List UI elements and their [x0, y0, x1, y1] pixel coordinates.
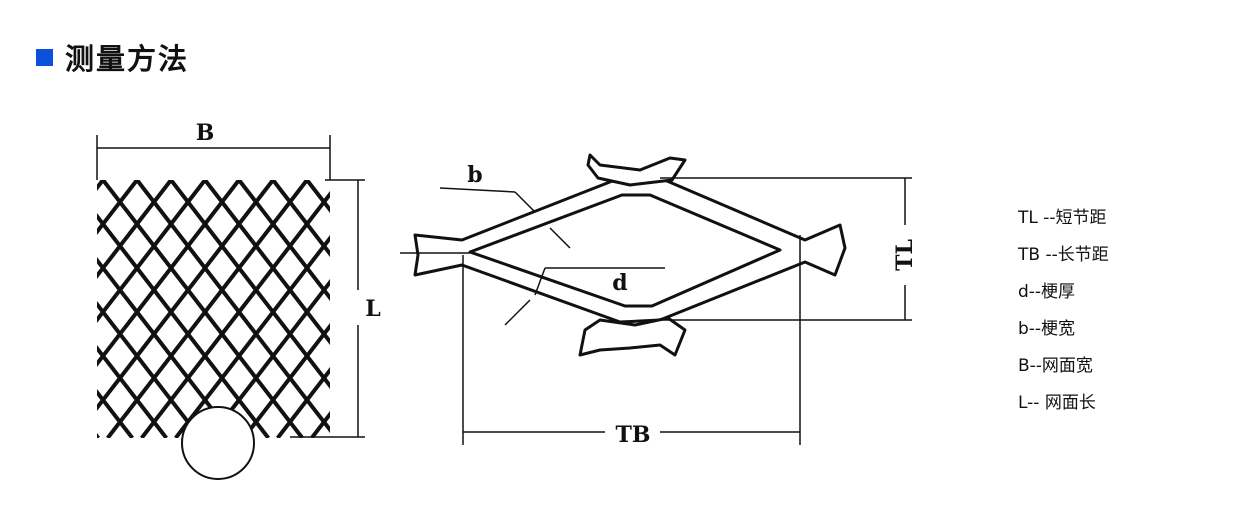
mesh-strand — [276, 366, 330, 438]
mesh-strand — [0, 180, 69, 438]
legend-item: TB --长节距 — [1018, 245, 1109, 265]
mesh-strand — [106, 180, 309, 438]
mesh-strand — [97, 388, 134, 438]
mesh-strand — [97, 256, 236, 438]
label-B: B — [196, 120, 215, 146]
mesh-strand — [0, 180, 30, 438]
section-title: 测量方法 — [65, 42, 190, 76]
mesh-strand — [97, 180, 275, 412]
legend-item: TL --短节距 — [1018, 208, 1107, 228]
mesh-strand — [140, 190, 330, 438]
label-TL: TL — [892, 239, 918, 271]
mesh-strand — [305, 180, 330, 214]
mesh-strand — [0, 180, 64, 438]
mesh-strand — [0, 180, 35, 438]
mesh-strand — [97, 300, 202, 438]
mesh-strand — [0, 180, 1, 438]
section-header: 测量方法 — [36, 36, 189, 78]
mesh-strand — [97, 432, 100, 438]
legend-item: L-- 网面长 — [1018, 393, 1096, 413]
label-TB: TB — [616, 422, 651, 448]
mesh-strand — [97, 180, 139, 236]
length-dimension — [290, 179, 365, 438]
mesh-strand — [97, 180, 173, 280]
mesh-strand — [242, 322, 330, 438]
mesh-strand — [208, 278, 330, 438]
mesh-panel — [0, 180, 330, 438]
legend-item: b--梗宽 — [1018, 319, 1076, 339]
label-b: b — [467, 162, 482, 188]
mesh-strand — [97, 180, 207, 324]
legend-item: B--网面宽 — [1018, 356, 1093, 376]
mesh-strand — [310, 410, 330, 438]
mesh-strand — [97, 344, 168, 438]
width-dimension — [96, 135, 331, 180]
mesh-strand — [174, 234, 330, 438]
legend: TL --短节距 TB --长节距 d--梗厚 b--梗宽 B--网面宽 L--… — [1018, 206, 1109, 428]
header-square-icon — [36, 48, 53, 66]
label-d: d — [612, 270, 627, 296]
mesh-strand — [97, 180, 105, 192]
label-L: L — [365, 296, 380, 322]
legend-item: d--梗厚 — [1018, 282, 1076, 302]
mesh-strand — [97, 180, 241, 368]
detail-circle — [181, 406, 255, 480]
dimension-lines — [400, 177, 912, 445]
